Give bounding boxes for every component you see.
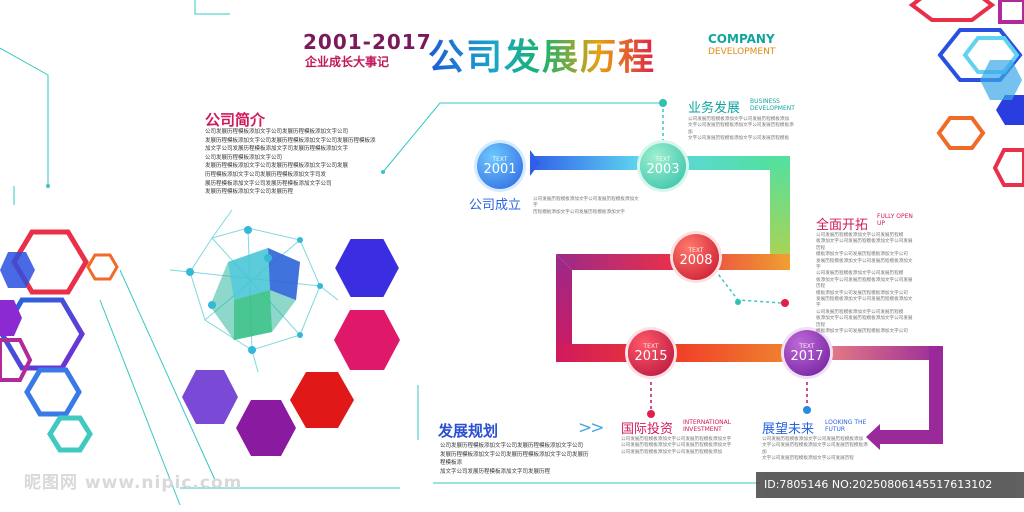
image-id-bar: ID:7805146 NO:20250806145517613102 [756,472,1024,498]
milestone-circle-2008: TEXT 2008 [673,234,719,280]
milestone-label: 全面开拓 [816,218,869,233]
milestone-year: 2001 [483,161,517,177]
milestone-tag: TEXT [799,342,815,350]
plan-line: 发展历程模板添加文字公司发展历程模板添加文字公司发展历程模板添 [440,451,589,467]
milestone-desc: 公司发展历程模板添加文字公司发展历程模板添加 文字公司发展历程模板添加文字公司发… [762,437,872,463]
watermark: 昵图网 www.nipic.com [24,473,243,493]
milestone-label: 公司成立 [469,198,522,213]
milestone-desc-line: 文字公司发展历程模板添加文字公司发展历程 [762,456,854,462]
milestone-year: 2015 [634,348,668,364]
intro-title: 公司简介 [205,111,266,129]
milestone-desc-line: 发展历程模板添加文字公司发展历程模板添加文字 [816,258,913,271]
milestone-desc-line: 板添加文字公司发展历程模板添加文字公司发展历程 [816,316,913,328]
milestone-tag: TEXT [688,246,704,254]
milestone-label: 业务发展 [688,101,741,116]
milestone-en: INTERNATIONAL INVESTMENT [683,419,732,433]
milestone-year: 2003 [646,161,680,177]
plan-title: 发展规划 [438,422,499,440]
page-title: 公司发展历程 [428,28,656,80]
milestone-desc-line: 文字公司发展历程模板添加文字公司发展历程模板添加 [762,443,868,455]
milestone-desc: 公司发展历程模板添加文字公司发展历程模板添加文字 公司发展历程模板添加文字公司发… [621,437,746,456]
milestone-desc: 公司发展历程模板添加文字公司发展历程模 板添加文字公司发展历程模板添加文字公司发… [816,233,916,336]
milestone-desc-line: 模板添加文字公司发展历程模板添加文字公司 [816,252,908,258]
plan-body: 公司发展历程模板添加文字公司发展历程模板添加文字公司 发展历程模板添加文字公司发… [440,442,590,476]
milestone-en: LOOKING THE FUTUR [825,419,867,433]
intro-line: 加文字公司发展历程模板添加文字司发展历程模板添加文字 [205,146,349,153]
milestone-desc: 公司发展历程模板添加文字公司发展历程模板添加文字 历程模板添加文字公司发展历程模… [533,197,643,216]
milestone-year: 2017 [790,348,824,364]
header-en-line2: DEVELOPMENT [708,47,776,57]
milestone-circle-2003: TEXT 2003 [640,143,686,189]
milestone-desc-line: 板添加文字公司发展历程模板添加文字公司发展历程 [816,277,913,290]
plan-arrow: >> [578,418,604,438]
milestone-desc-line: 模板添加文字公司发展历程模板添加文字公司 [816,290,908,296]
milestone-desc-line: 板添加文字公司发展历程模板添加文字公司发展历程 [816,239,913,251]
milestone-year: 2008 [679,252,713,268]
plan-line: 公司发展历程模板添加文字公司发展历程模板添加文字公司 [440,443,584,449]
intro-line: 发展历程模板添加文字公司发展历程模板添加文字公司发展 [205,163,349,170]
milestone-desc-line: 公司发展历程模板添加文字公司发展历程模板添加文字 [621,443,732,449]
milestone-desc-line: 文字公司发展历程模板添加文字公司发展历程模板 [688,136,790,142]
header-years: 2001-2017 [303,30,432,54]
milestone-desc-line: 公司发展历程模板添加文字公司发展历程模板添加 [762,437,864,442]
milestone-desc-line: 文字公司发展历程模板添加文字公司发展历程模板添加 [688,123,794,135]
milestone-desc-line: 发展历程模板添加文字公司发展历程模板添加文字 [816,297,913,309]
milestone-desc-line: 公司发展历程模板添加文字公司发展历程模板添加文字 [621,437,732,442]
milestone-desc-line: 公司发展历程模板添加文字公司发展历程模板添加文字 [533,197,639,209]
milestone-label: 展望未来 [762,422,815,437]
plan-line: 加文字公司发展历程模板添加文字司发展历程 [440,468,551,475]
intro-line: 公司发展历程模板添加文字公司发展历程模板添加文字公司 [205,129,349,135]
milestone-desc-line: 公司发展历程模板添加文字公司发展历程模板添加 [688,117,790,122]
intro-line: 历程模板添加文字公司发展历程模板添加文字司发 [205,171,327,178]
milestone-circle-2017: TEXT 2017 [784,330,830,376]
header-subtitle: 企业成长大事记 [305,55,390,69]
milestone-desc-line: 公司发展历程模板添加文字公司发展历程模 [816,233,904,238]
milestone-desc-line: 历程模板添加文字公司发展历程模板添加文字 [533,209,625,215]
intro-line: 展历程模板添加文字公司发展历程模板添加文字公司 [205,180,332,187]
milestone-label: 国际投资 [621,422,674,437]
milestone-desc: 公司发展历程模板添加文字公司发展历程模板添加 文字公司发展历程模板添加文字公司发… [688,117,798,143]
milestone-en: BUSINESS DEVELOPMENT [750,98,795,112]
milestone-tag: TEXT [643,342,659,350]
intro-line: 发展历程模板添加文字公司发展历程模板添加文字公司发展历程模板添 [205,137,376,144]
milestone-en: FULLY OPEN UP [877,213,913,227]
milestone-desc-line: 公司发展历程模板添加文字公司发展历程模 [816,309,904,315]
milestone-desc-line: 模板添加文字公司发展历程模板添加文字公司 [816,329,908,335]
milestone-tag: TEXT [655,155,671,163]
intro-body: 公司发展历程模板添加文字公司发展历程模板添加文字公司 发展历程模板添加文字公司发… [205,128,380,197]
intro-line: 发展历程模板添加文字公司发展历程 [205,189,294,196]
milestone-circle-2015: TEXT 2015 [628,330,674,376]
milestone-circle-2001: TEXT 2001 [477,143,523,189]
milestone-desc-line: 公司发展历程模板添加文字公司发展历程模板添加 [621,449,723,455]
milestone-tag: TEXT [492,155,508,163]
milestone-desc-line: 公司发展历程模板添加文字公司发展历程模 [816,271,904,277]
header-en-line1: COMPANY [708,32,775,46]
intro-line: 公司发展历程模板添加文字公司 [205,154,283,161]
